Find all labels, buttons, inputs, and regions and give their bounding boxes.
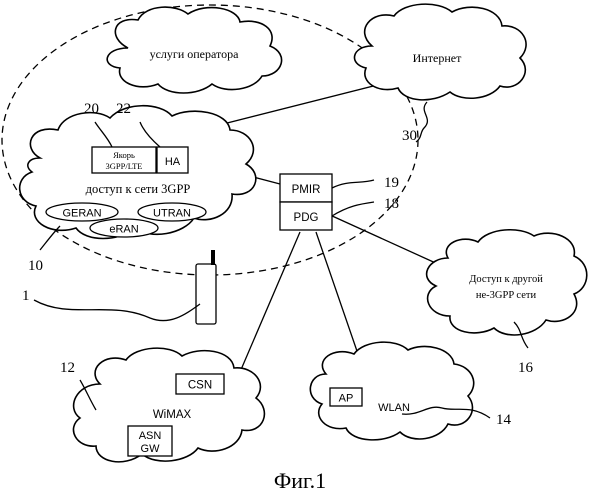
leader-18: [332, 202, 374, 216]
label-pdg: PDG: [294, 212, 319, 224]
ref-19: 19: [384, 175, 399, 191]
label-wimax: WiMAX: [153, 409, 192, 421]
label-operator-services: услуги оператора: [150, 47, 240, 61]
figure-caption: Фиг.1: [274, 468, 326, 493]
link-pdg-wlan: [316, 232, 358, 354]
label-internet: Интернет: [413, 51, 462, 65]
label-pmir: PMIR: [292, 184, 321, 196]
label-other-access-line2: не-3GPP сети: [476, 290, 537, 301]
ref-20: 20: [84, 101, 99, 117]
label-ap: AP: [339, 393, 354, 405]
leader-10: [40, 226, 60, 250]
ref-14: 14: [496, 412, 512, 428]
ref-22: 22: [116, 101, 131, 117]
label-other-access-line1: Доступ к другой: [469, 274, 543, 285]
label-wlan: WLAN: [378, 402, 410, 414]
mobile-terminal-antenna: [211, 250, 215, 265]
label-geran: GERAN: [62, 208, 101, 220]
ref-18: 18: [384, 196, 399, 212]
label-ha: HA: [165, 156, 181, 168]
ref-16: 16: [518, 360, 534, 376]
label-csn: CSN: [188, 380, 212, 392]
ref-1: 1: [22, 288, 30, 304]
mobile-terminal-body: [196, 264, 216, 324]
ref-10: 10: [28, 258, 43, 274]
label-eran: eRAN: [109, 224, 138, 236]
link-pdg-wimax: [240, 232, 300, 372]
label-3gpp-access: доступ к сети 3GPP: [86, 182, 191, 196]
label-utran: UTRAN: [153, 208, 191, 220]
leader-19: [332, 180, 374, 188]
ref-30: 30: [402, 128, 417, 144]
label-asn: ASN: [139, 430, 162, 442]
ref-12: 12: [60, 360, 75, 376]
label-gw: GW: [141, 443, 161, 455]
link-pdg-other-access: [330, 215, 440, 265]
label-anchor-line1: Якорь: [113, 150, 135, 160]
label-anchor-line2: 3GPP/LTE: [105, 161, 142, 171]
leader-1: [34, 300, 200, 321]
